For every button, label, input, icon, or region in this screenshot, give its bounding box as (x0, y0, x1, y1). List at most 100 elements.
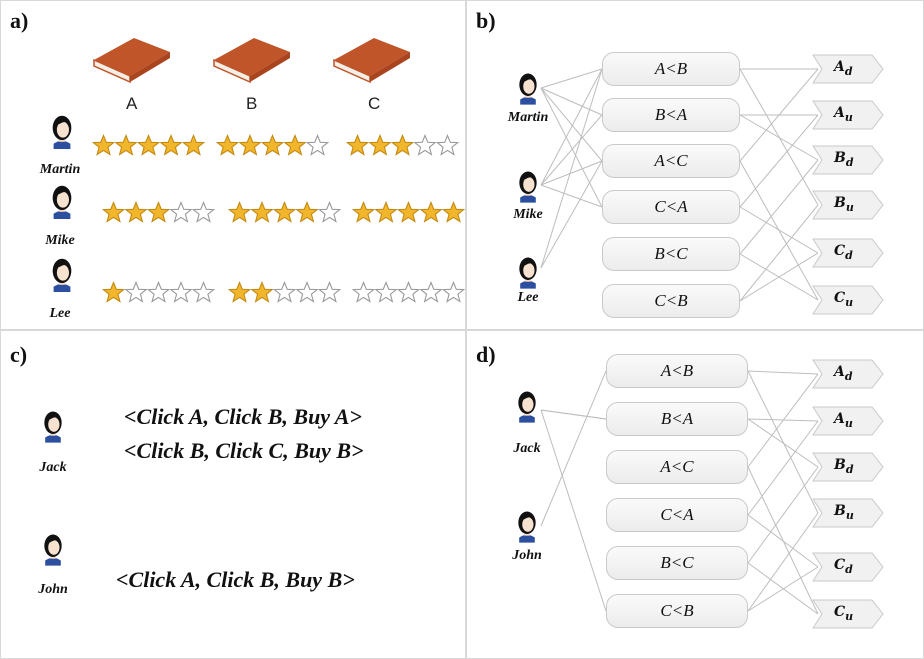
rating-stars (102, 201, 216, 223)
connector-line (747, 512, 819, 612)
star-icon (250, 201, 274, 223)
star-icon (102, 281, 126, 303)
star-icon (181, 134, 206, 156)
person-avatar-icon (519, 73, 537, 105)
connector-line (739, 204, 819, 302)
connector-line (739, 206, 819, 254)
b-pair-1: B<A (602, 98, 740, 132)
star-icon (295, 201, 319, 223)
c-user-name-jack: Jack (39, 460, 67, 475)
star-icon (136, 134, 161, 156)
star-icon (295, 281, 319, 303)
star-icon (191, 201, 216, 223)
connector-line (747, 466, 819, 564)
star-icon (419, 201, 443, 223)
star-icon (92, 134, 116, 156)
star-icon (441, 281, 466, 303)
connector-line (747, 420, 819, 516)
star-icon (146, 201, 171, 223)
star-icon (124, 201, 148, 223)
connector-line (540, 68, 603, 186)
star-icon (396, 201, 421, 223)
connector-line (540, 160, 603, 186)
connector-line (540, 87, 603, 162)
behavior-sequence: <Click A, Click B, Buy B> (116, 567, 355, 592)
d-tag-shape-2 (812, 452, 884, 482)
star-icon (305, 134, 330, 156)
star-icon (283, 134, 307, 156)
star-icon (216, 134, 240, 156)
connector-line (747, 370, 819, 375)
person-avatar-icon (52, 115, 72, 150)
b-tag-shape-4 (812, 238, 884, 268)
book-icon (93, 38, 170, 84)
star-icon (124, 281, 148, 303)
star-icon (374, 281, 398, 303)
d-tag-0: Ad (834, 364, 853, 383)
star-icon (250, 281, 274, 303)
b-user-name-martin: Martin (507, 110, 549, 125)
user-name-lee: Lee (49, 306, 71, 321)
connector-line (739, 114, 819, 208)
d-tag-3: Bu (834, 503, 854, 522)
star-icon (374, 201, 398, 223)
rating-stars (346, 134, 460, 156)
connector-line (739, 252, 819, 302)
connector-line (540, 87, 603, 116)
star-icon (228, 281, 252, 303)
star-icon (169, 201, 193, 223)
b-tag-5: Cu (834, 290, 854, 309)
connector-line (739, 114, 819, 161)
rating-stars (216, 134, 330, 156)
person-avatar-icon (518, 511, 536, 543)
d-user-name-john: John (512, 548, 542, 563)
b-user-name-mike: Mike (513, 207, 543, 222)
d-tag-shape-1 (812, 406, 884, 436)
c-user-name-john: John (38, 582, 68, 597)
rating-stars (102, 281, 216, 303)
star-icon (272, 201, 297, 223)
d-tag-4: Cd (834, 557, 853, 576)
book-icon (333, 38, 410, 84)
person-avatar-icon (519, 171, 537, 203)
b-tag-2: Bd (834, 150, 854, 169)
connector-line (540, 114, 603, 186)
star-icon (419, 281, 443, 303)
item-label-b: B (246, 94, 258, 113)
star-icon (368, 134, 392, 156)
user-name-mike: Mike (45, 233, 75, 248)
connector-line (540, 409, 607, 612)
star-icon (441, 201, 466, 223)
connector-line (747, 514, 819, 568)
panel-c-label: c) (10, 342, 28, 367)
b-tag-1: Au (834, 105, 853, 124)
user-name-martin: Martin (39, 162, 81, 177)
d-tag-shape-5 (812, 599, 884, 629)
person-avatar-icon (519, 257, 537, 289)
b-tag-shape-1 (812, 100, 884, 130)
b-tag-shape-5 (812, 285, 884, 315)
star-icon (159, 134, 183, 156)
connector-line (540, 68, 603, 89)
connector-line (747, 418, 819, 468)
book-icon (213, 38, 290, 84)
star-icon (272, 281, 297, 303)
connector-line (540, 160, 603, 269)
d-pair-3: C<A (606, 498, 748, 532)
connector-line (739, 159, 819, 255)
star-icon (346, 134, 370, 156)
star-icon (146, 281, 171, 303)
connector-line (540, 68, 603, 269)
item-label-a: A (126, 94, 138, 113)
star-icon (102, 201, 126, 223)
person-avatar-icon (44, 534, 62, 566)
panel-a-label: a) (10, 8, 29, 33)
star-icon (191, 281, 216, 303)
star-icon (260, 134, 285, 156)
connector-line (747, 373, 819, 468)
b-pair-5: C<B (602, 284, 740, 318)
item-label-c: C (368, 94, 381, 113)
d-pair-2: A<C (606, 450, 748, 484)
